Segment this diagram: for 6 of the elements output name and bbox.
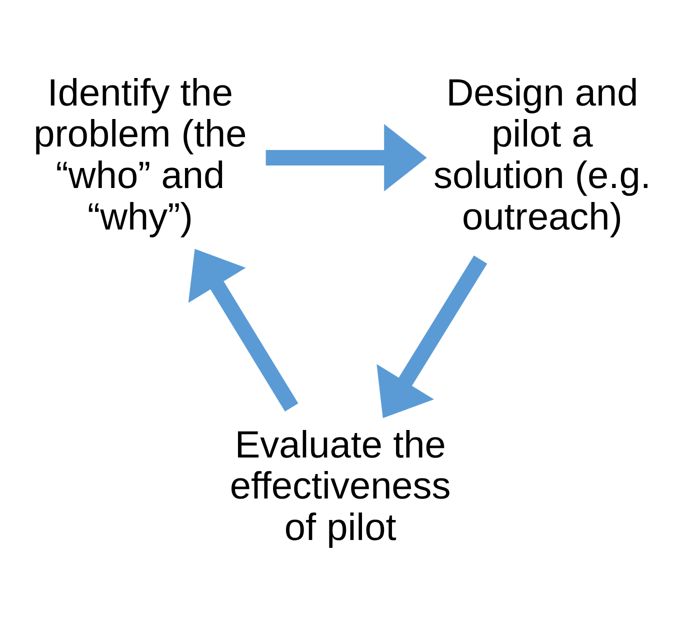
node-text: Design and pilot a solution (e.g. outreach) (434, 72, 651, 238)
arrow (376, 256, 488, 418)
arrow (266, 124, 427, 192)
arrow (188, 248, 298, 412)
node-text: Identify the problem (the “who” and “why”) (34, 72, 247, 238)
node-text: Evaluate the effectiveness of pilot (230, 424, 451, 550)
